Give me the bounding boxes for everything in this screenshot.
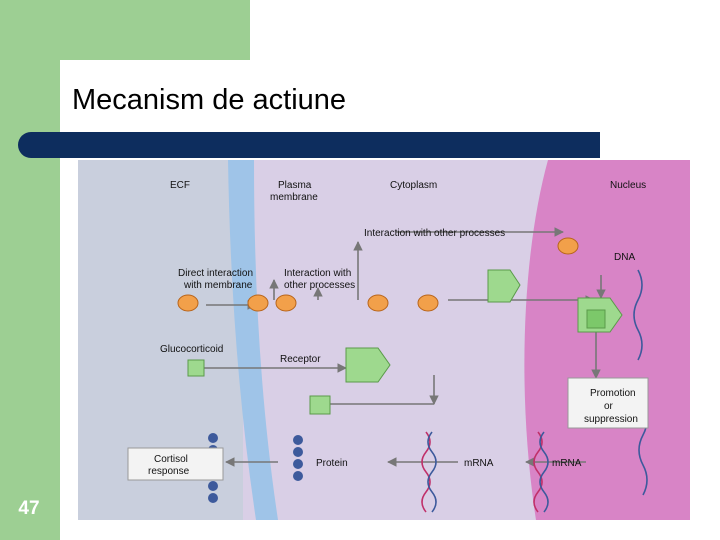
slide-number: 47 — [18, 498, 40, 519]
label-dna: DNA — [614, 252, 635, 263]
label-promotion-3: suppression — [584, 414, 638, 425]
label-receptor: Receptor — [280, 354, 321, 365]
label-direct-2: with membrane — [183, 280, 253, 291]
arrows — [200, 227, 606, 467]
header-green-block — [60, 0, 250, 60]
receptor-shapes — [187, 269, 623, 415]
label-promotion-2: or — [604, 401, 614, 412]
label-interaction2-1: Interaction with — [284, 268, 351, 279]
label-interaction2-2: other processes — [284, 280, 355, 291]
label-mrna-nucleus: mRNA — [552, 458, 582, 469]
label-promotion-1: Promotion — [590, 388, 636, 399]
label-cortisol-2: response — [148, 466, 190, 477]
label-interaction-other: Interaction with other processes — [364, 228, 505, 239]
diagram-labels: ECF Plasma membrane Cytoplasm Nucleus In… — [148, 180, 646, 477]
label-glucocorticoid: Glucocorticoid — [160, 344, 223, 355]
title-underline-bar — [18, 132, 600, 158]
label-cortisol-1: Cortisol — [154, 454, 188, 465]
label-direct-1: Direct interaction — [178, 268, 253, 279]
slide-title: Mecanism de actiune — [72, 84, 347, 116]
label-plasma-membrane-2: membrane — [270, 192, 318, 203]
promotion-box — [567, 377, 649, 429]
cortisol-response-box — [127, 447, 224, 481]
label-cytoplasm: Cytoplasm — [390, 180, 437, 191]
sidebar-green-bar — [0, 0, 60, 540]
label-mrna-cytoplasm: mRNA — [464, 458, 494, 469]
label-ecf: ECF — [170, 180, 190, 191]
glucocorticoid-mechanism-diagram: ECF Plasma membrane Cytoplasm Nucleus In… — [78, 160, 690, 520]
label-plasma-membrane-1: Plasma — [278, 180, 312, 191]
label-protein: Protein — [316, 458, 348, 469]
glucocorticoid-molecules — [177, 237, 579, 312]
label-nucleus: Nucleus — [610, 180, 646, 191]
